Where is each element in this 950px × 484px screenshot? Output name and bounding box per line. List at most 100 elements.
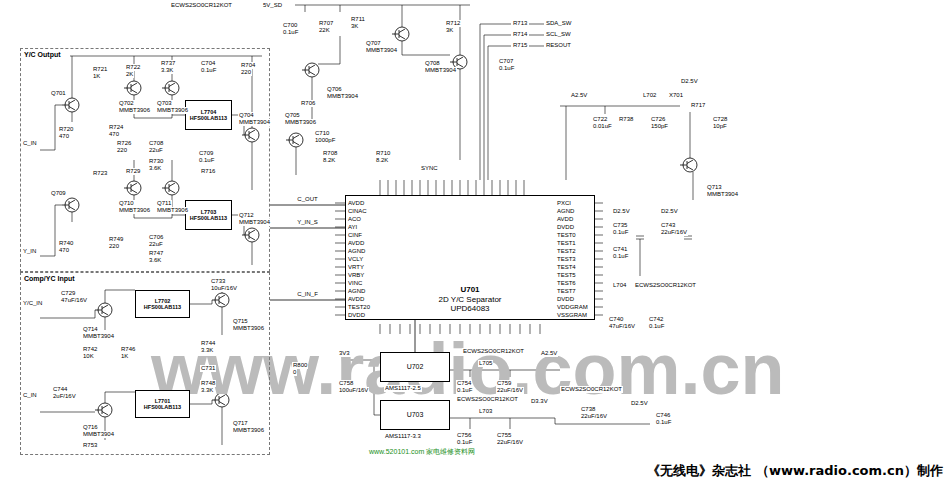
part-label: Q712: [238, 212, 255, 219]
part-label: R738: [618, 116, 634, 123]
part-label: Q710: [118, 200, 135, 207]
part-label: 470: [108, 131, 120, 138]
caption: 《无线电》杂志社 （www.radio.com.cn）制作: [646, 464, 944, 478]
part-label: 22K: [318, 27, 331, 34]
part-label: ECWS2SO0CR12KOT: [634, 282, 697, 289]
part-label: R715: [512, 42, 528, 49]
part-label: 22uF: [148, 241, 164, 248]
part-label: Q714: [82, 326, 99, 333]
part-label: C758: [338, 380, 354, 387]
part-label: ECWS2SO0CR12KOT: [560, 386, 623, 393]
part-label: C700: [282, 22, 298, 29]
part-label: SDA_SW: [545, 20, 572, 27]
part-label: R740: [58, 240, 74, 247]
voltage-regulator: U703: [380, 400, 450, 430]
part-label: Y/C_IN: [22, 300, 43, 307]
part-label: MMBT3904: [706, 191, 739, 198]
text-group: U7012D Y/C SeparatorUPD64083: [439, 285, 502, 313]
part-label: Q702: [118, 100, 135, 107]
part-label: 2uF/16V: [52, 393, 77, 400]
part-label: D2.5V: [612, 208, 631, 215]
part-label: C756: [456, 432, 472, 439]
part-label: R716: [200, 168, 216, 175]
part-label: C726: [650, 116, 666, 123]
part-label: C742: [648, 316, 664, 323]
part-label: 0.1uF: [648, 323, 665, 330]
filter-module: L7702HFS00LAB113: [135, 290, 190, 318]
part-label: MMBT3906: [232, 325, 265, 332]
part-label: C746: [655, 412, 671, 419]
part-label: C728: [712, 116, 728, 123]
part-label: 1K: [92, 73, 101, 80]
part-label: ECWS2SO0CR12KOT: [462, 348, 525, 355]
part-label: MMBT3906: [232, 427, 265, 434]
signal-wire: [270, 205, 345, 206]
part-label: MMBT3906: [156, 207, 189, 214]
part-label: L703: [478, 408, 493, 415]
part-label: C733: [210, 278, 226, 285]
part-label: VINC: [347, 280, 363, 287]
text-group: L7701HFS00LAB113: [144, 398, 181, 411]
node-text: L7703: [190, 209, 227, 215]
part-label: R721: [92, 66, 108, 73]
part-label: D2.5V: [660, 208, 679, 215]
part-label: Q703: [156, 100, 173, 107]
net-label: Y_IN_S: [296, 219, 319, 226]
part-label: A2.5V: [570, 92, 588, 99]
part-label: Q711: [156, 200, 172, 207]
part-label: 3K: [350, 23, 359, 30]
part-label: R748: [200, 380, 216, 387]
part-label: MMBT3904: [326, 93, 359, 100]
part-label: AGND: [347, 248, 366, 255]
part-label: R746: [120, 346, 136, 353]
part-label: L704: [612, 282, 627, 289]
part-label: 22uF: [148, 147, 164, 154]
part-label: 0.1uF: [456, 439, 473, 446]
part-label: AVDD: [347, 200, 365, 207]
part-label: C_IN: [22, 392, 38, 399]
part-label: AVDD: [556, 216, 574, 223]
part-label: R742: [82, 346, 98, 353]
part-label: MMBT3904: [424, 67, 457, 74]
part-label: 3.3K: [160, 67, 174, 74]
part-label: ECWS2SO0CR12KOT: [170, 2, 233, 9]
node-text: L7701: [144, 398, 181, 404]
part-label: CINAC: [347, 208, 368, 215]
part-label: R704: [240, 62, 256, 69]
part-label: L705: [478, 360, 493, 367]
part-label: MMBT3904: [238, 219, 271, 226]
part-label: TEST0: [556, 232, 577, 239]
part-label: 0.1uF: [498, 65, 515, 72]
part-label: 220: [116, 147, 128, 154]
part-label: R800: [292, 362, 308, 369]
part-label: 47uF/16V: [608, 323, 636, 330]
part-label: MMBT3906: [156, 107, 189, 114]
part-label: 3K: [445, 27, 454, 34]
part-label: 8.2K: [375, 157, 389, 164]
part-label: DVDD: [556, 224, 575, 231]
part-label: VDDGRAM: [556, 304, 589, 311]
part-label: 3.3K: [200, 347, 214, 354]
part-label: C741: [612, 246, 628, 253]
part-label: C722: [592, 116, 608, 123]
part-label: 0.1uF: [456, 387, 473, 394]
part-label: L702: [642, 92, 657, 99]
part-label: TEST1: [556, 240, 577, 247]
text-group: L7704HFS00LAB113: [190, 109, 227, 122]
part-label: Q709: [50, 190, 67, 197]
part-label: R720: [58, 126, 74, 133]
part-label: X701: [668, 92, 684, 99]
filter-module: L7703HFS00LAB113: [185, 200, 232, 230]
part-label: C706: [148, 234, 164, 241]
signal-wire: [270, 228, 345, 229]
part-label: 1000pF: [314, 137, 336, 144]
part-label: 22uF/16V: [660, 229, 688, 236]
text-group: L7703HFS00LAB113: [190, 209, 227, 222]
part-label: 3V3: [338, 350, 351, 357]
part-label: 0.01uF: [592, 123, 613, 130]
part-label: 0.1uF: [282, 29, 299, 36]
part-label: 22uF/16V: [496, 387, 524, 394]
part-label: R717: [690, 102, 706, 109]
node-text: HFS00LAB113: [144, 304, 181, 310]
part-label: R753: [82, 442, 98, 449]
